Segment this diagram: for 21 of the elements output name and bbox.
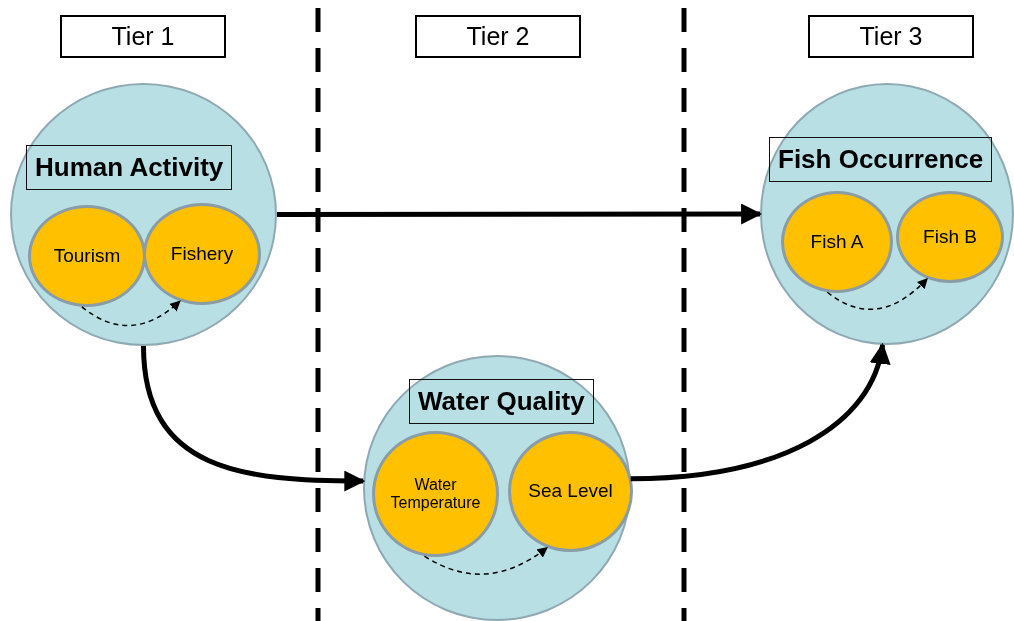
dashed-arrow bbox=[826, 277, 928, 311]
factor-label: Sea Level bbox=[528, 481, 613, 502]
tier-label: Tier 1 bbox=[111, 22, 175, 51]
factor-label: Water Temperature bbox=[389, 476, 482, 512]
factor-label: Fish B bbox=[923, 226, 977, 248]
dashed-arrow bbox=[423, 546, 548, 575]
tier-label-box bbox=[60, 15, 226, 58]
factor-label: Tourism bbox=[53, 245, 121, 267]
tier-label-box bbox=[415, 15, 581, 58]
factor-label: Fish A bbox=[810, 231, 864, 253]
arrow bbox=[277, 203, 763, 225]
arrow bbox=[630, 342, 889, 482]
category-heading: Water Quality bbox=[409, 379, 594, 424]
factor-label: Fishery bbox=[170, 243, 234, 265]
tier-label: Tier 3 bbox=[859, 22, 923, 51]
category-heading: Fish Occurrence bbox=[769, 137, 993, 182]
tier-label-box bbox=[808, 15, 974, 58]
arrow bbox=[141, 345, 366, 492]
category-heading: Human Activity bbox=[26, 145, 233, 190]
tier-label: Tier 2 bbox=[466, 22, 530, 51]
dashed-arrow bbox=[81, 300, 181, 327]
